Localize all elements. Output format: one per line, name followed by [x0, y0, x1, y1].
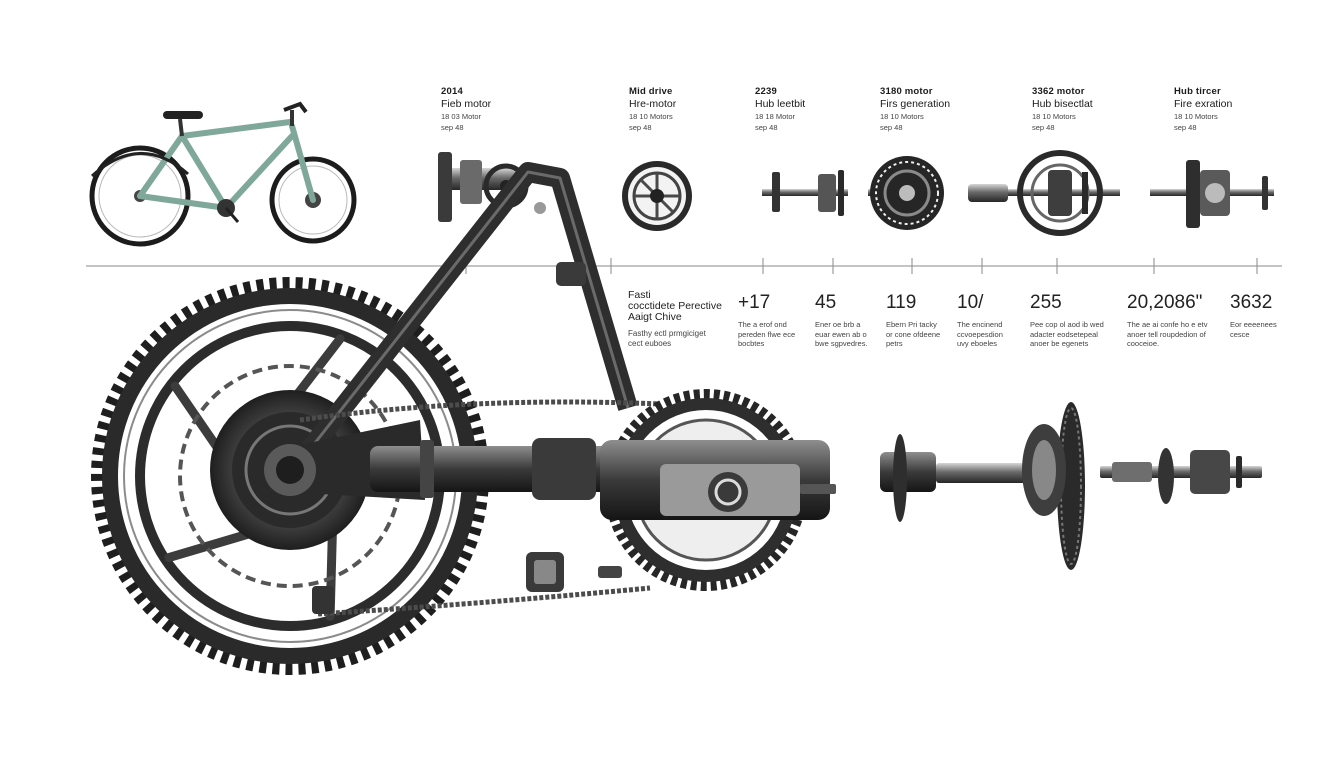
mid-drive-motor-icon [622, 161, 692, 231]
hub-bisectlat-icon [968, 150, 1120, 236]
frame-tube [292, 162, 638, 469]
hub-tircer-icon [1150, 160, 1274, 228]
derailleur-bracket [312, 552, 622, 614]
firs-generation-icon [868, 156, 944, 230]
hub-leetbit-icon [762, 170, 848, 216]
motor-housing [600, 440, 836, 520]
chainring-spoke [170, 381, 227, 459]
drive-shaft [370, 438, 1262, 500]
bicycle-icon [89, 101, 357, 247]
exploded-hub [893, 402, 1174, 570]
chainring-spoke [164, 529, 253, 563]
chain [299, 399, 661, 617]
